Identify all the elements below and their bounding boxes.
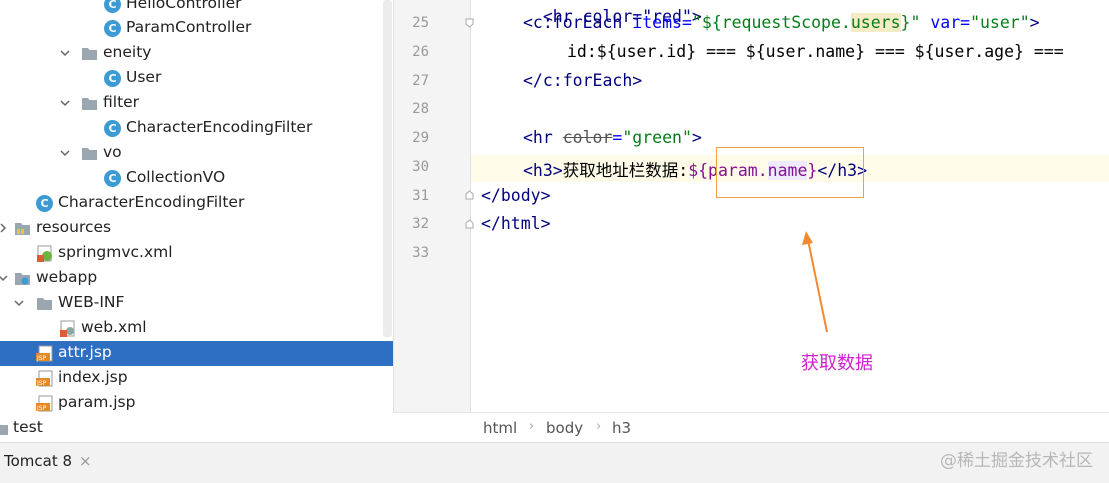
tree-item-eneity[interactable]: eneity [0, 41, 393, 66]
project-tree: C HelloController C ParamController enei… [0, 0, 393, 442]
code-line-31: </body> [481, 186, 551, 205]
tree-item-characterencodingfilter-root[interactable]: C CharacterEncodingFilter [0, 191, 393, 216]
chevron-right-icon: › [529, 419, 535, 434]
annotation-arrow-icon [802, 231, 828, 333]
breadcrumb-html[interactable]: html [483, 419, 518, 437]
line-number: 25 [412, 15, 429, 31]
line-number: 28 [412, 101, 429, 117]
code-line-26: id:${user.id} === ${user.name} === ${use… [567, 42, 1064, 61]
tree-item-paramcontroller[interactable]: C ParamController [0, 16, 393, 41]
tree-item-webapp[interactable]: webapp [0, 266, 393, 291]
folder-icon [0, 424, 8, 435]
run-tool-window-bar: Tomcat 8 × @稀土掘金技术社区 [0, 442, 1109, 483]
folder-icon [82, 148, 97, 160]
chevron-right-icon: › [596, 419, 602, 434]
chevron-down-icon[interactable] [58, 146, 72, 160]
tree-item-resources[interactable]: resources [0, 216, 393, 241]
fold-marker-icon[interactable] [465, 219, 474, 229]
fold-marker-icon[interactable] [465, 190, 474, 200]
chevron-down-icon[interactable] [12, 296, 26, 310]
chevron-down-icon[interactable] [58, 96, 72, 110]
code-line-30: <h3>获取地址栏数据:${param.name}</h3> [523, 161, 868, 180]
tree-item-param-jsp[interactable]: JSP param.jsp [36, 393, 136, 412]
highlight-box [716, 147, 864, 198]
class-icon: C [104, 20, 121, 37]
svg-text:JSP: JSP [36, 355, 47, 362]
tree-scrollbar[interactable] [383, 0, 392, 337]
gutter-divider [470, 0, 471, 412]
class-icon: C [104, 70, 121, 87]
line-number: 30 [412, 159, 429, 175]
tree-item-characterencodingfilter[interactable]: C CharacterEncodingFilter [0, 116, 393, 141]
fold-marker-icon[interactable] [465, 18, 474, 28]
folder-icon [82, 98, 97, 110]
tree-item-filter[interactable]: filter [0, 91, 393, 116]
breadcrumb-body[interactable]: body [546, 419, 584, 437]
xml-file-icon [60, 320, 75, 337]
tree-item-hellocontroller[interactable]: C HelloController [0, 0, 393, 17]
jsp-file-icon: JSP [36, 345, 53, 362]
tree-item-web-xml[interactable]: web.xml [0, 316, 393, 341]
watermark: @稀土掘金技术社区 [940, 451, 1093, 471]
chevron-right-icon[interactable] [0, 221, 10, 235]
line-number: 33 [412, 245, 429, 261]
class-icon: C [104, 170, 121, 187]
resources-folder-icon [15, 223, 30, 235]
close-icon[interactable]: × [79, 452, 92, 470]
line-number: 31 [412, 188, 429, 204]
jsp-file-icon: JSP [36, 370, 53, 387]
breadcrumb-h3[interactable]: h3 [612, 419, 632, 437]
tree-item-web-inf[interactable]: WEB-INF [0, 291, 393, 316]
code-line-29: <hr color="green"> [523, 128, 702, 147]
chevron-down-icon[interactable] [58, 46, 72, 60]
tree-item-springmvc-xml[interactable]: springmvc.xml [0, 241, 393, 266]
folder-icon [82, 48, 97, 60]
editor-gutter [393, 0, 472, 412]
line-number: 26 [412, 44, 429, 60]
chevron-down-icon[interactable] [0, 271, 10, 285]
tree-item-collectionvo[interactable]: C CollectionVO [0, 166, 393, 191]
class-icon: C [104, 120, 121, 137]
xml-config-icon [37, 245, 52, 262]
jsp-file-icon: JSP [36, 395, 53, 412]
breadcrumb: html › body › h3 [393, 412, 1109, 443]
code-line-24: <hr color="red"> [542, 7, 702, 26]
web-folder-icon [15, 273, 30, 285]
line-number: 29 [412, 130, 429, 146]
tree-item-test[interactable]: test [0, 416, 393, 441]
code-line-27: </c:forEach> [523, 71, 643, 90]
code-line-32: </html> [481, 214, 551, 233]
tab-label: Tomcat 8 [4, 452, 73, 470]
annotation-label: 获取数据 [801, 353, 873, 374]
code-editor[interactable] [471, 0, 1109, 412]
line-number: 27 [412, 73, 429, 89]
class-icon: C [104, 0, 121, 13]
tree-item-index-jsp[interactable]: JSP index.jsp [36, 368, 128, 387]
class-icon: C [36, 195, 53, 212]
svg-text:JSP: JSP [36, 405, 47, 412]
svg-text:JSP: JSP [36, 380, 47, 387]
folder-icon [37, 298, 52, 310]
tree-item-user[interactable]: C User [0, 66, 393, 91]
line-number: 32 [412, 216, 429, 232]
code-line-25: <c:forEach items="${requestScope.users}"… [523, 13, 1040, 32]
tree-item-attr-jsp[interactable]: JSP attr.jsp [0, 341, 393, 366]
tree-item-vo[interactable]: vo [0, 141, 393, 166]
